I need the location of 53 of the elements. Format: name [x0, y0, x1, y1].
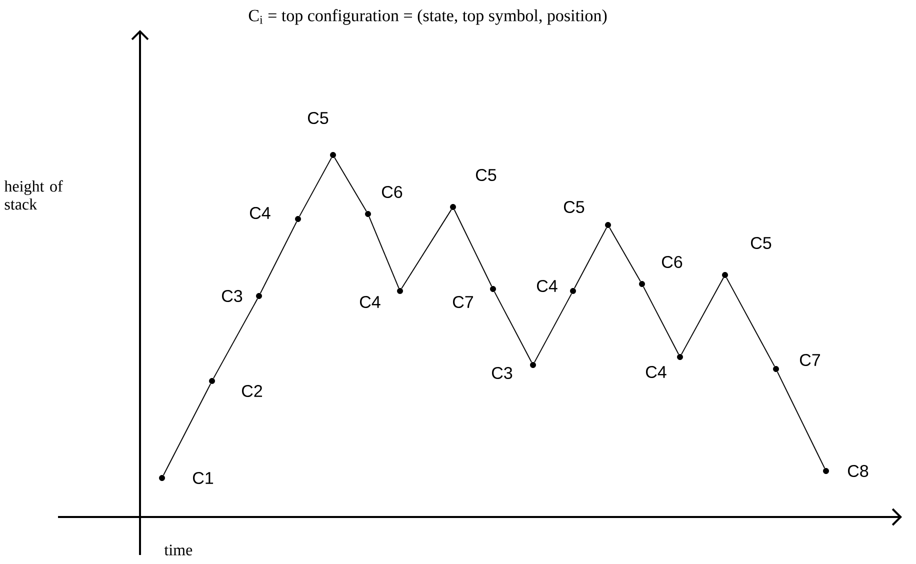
point-label: C1 — [193, 472, 214, 484]
point-label: C4 — [646, 366, 666, 378]
data-point — [159, 475, 165, 481]
line-segment — [368, 216, 400, 289]
data-point — [823, 468, 829, 474]
line-segment — [334, 157, 367, 212]
line-segment — [776, 371, 826, 469]
point-label: C5 — [751, 236, 772, 250]
data-point — [773, 366, 779, 372]
axis-label: height of stack — [4, 180, 63, 210]
point-label: C7 — [453, 296, 473, 308]
point-label: C2 — [242, 384, 262, 398]
point-label: C4 — [537, 280, 558, 292]
data-point — [450, 204, 456, 210]
data-point — [530, 362, 536, 368]
line-segment — [726, 277, 775, 367]
point-label: C8 — [848, 464, 868, 478]
line-segment — [642, 286, 680, 355]
axis-label: time — [164, 544, 192, 556]
data-point — [209, 378, 215, 384]
line-segment — [260, 221, 298, 294]
line-segment — [401, 209, 452, 289]
data-point — [722, 272, 728, 278]
line-segment — [454, 209, 492, 287]
data-point — [330, 152, 336, 158]
line-segment — [213, 298, 258, 379]
data-point — [490, 286, 496, 292]
data-point — [677, 354, 683, 360]
data-point — [570, 288, 576, 294]
point-label: C5 — [564, 200, 584, 214]
line-segment — [299, 157, 332, 217]
point-label: C5 — [476, 168, 496, 182]
data-point — [365, 211, 371, 217]
data-point — [397, 288, 403, 294]
line-segment — [534, 293, 572, 363]
data-point — [605, 222, 611, 228]
point-label: C5 — [308, 112, 328, 124]
line-segment — [609, 227, 641, 282]
line-segment — [494, 291, 532, 363]
line-segment — [681, 277, 724, 355]
point-label: C7 — [800, 354, 820, 366]
line-segment — [574, 227, 607, 289]
point-label: C6 — [662, 256, 682, 268]
point-label: C4 — [360, 296, 380, 308]
point-label: C4 — [250, 206, 270, 220]
data-point — [256, 293, 262, 299]
line-segment — [162, 383, 212, 476]
point-label: C3 — [492, 366, 512, 380]
title: C$_{i}$ = top configuration = (state, top symbol, position) — [248, 9, 607, 25]
point-label: C3 — [222, 290, 242, 302]
point-label: C6 — [382, 186, 402, 198]
data-point — [295, 216, 301, 222]
data-point — [639, 281, 645, 287]
